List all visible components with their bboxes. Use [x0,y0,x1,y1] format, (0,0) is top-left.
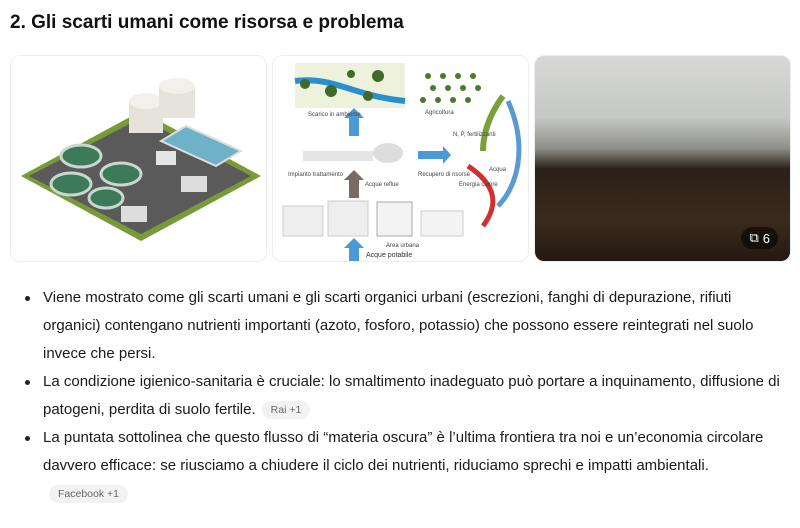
section-title: 2. Gli scarti umani come risorsa e probl… [10,12,404,33]
label-energia: Energia calore [459,182,498,188]
label-agricoltura: Agricoltura [425,110,454,116]
label-acqua: Acqua [489,167,507,173]
gallery-count: 6 [762,230,770,246]
label-fertilizzanti: N, P, fertilizzanti [453,132,496,138]
source-badge[interactable]: Rai +1 [261,401,311,419]
bullet-text: Viene mostrato come gli scarti umani e g… [43,289,754,362]
list-item: La condizione igienico-sanitaria è cruci… [25,368,790,424]
list-item: La puntata sottolinea che questo flusso … [25,424,790,508]
gallery-count-badge[interactable]: ⧉ 6 [741,227,778,249]
label-area-urbana: Area urbana [386,243,420,249]
bullet-list: Viene mostrato come gli scarti umani e g… [25,284,790,508]
label-scarico: Scarico in ambiente [308,112,361,118]
clarifier-tank-photo[interactable]: ⧉ 6 [534,55,791,262]
bullet-text: La puntata sottolinea che questo flusso … [43,429,764,474]
label-acque-reflue: Acque reflue [365,182,399,188]
gallery-icon: ⧉ [749,230,759,245]
nutrient-cycle-diagram[interactable]: Scarico in ambiente Agricoltura N, P, fe… [272,55,529,262]
bullet-text: La condizione igienico-sanitaria è cruci… [43,373,780,418]
source-badge[interactable]: Facebook +1 [49,485,129,503]
label-acque-potabile: Acque potabile [366,252,412,259]
label-recupero: Recupero di risorse [418,172,471,178]
list-item: Viene mostrato come gli scarti umani e g… [25,284,790,368]
treatment-plant-illustration[interactable] [10,55,267,262]
label-impianto: Impianto trattamento [288,172,344,178]
